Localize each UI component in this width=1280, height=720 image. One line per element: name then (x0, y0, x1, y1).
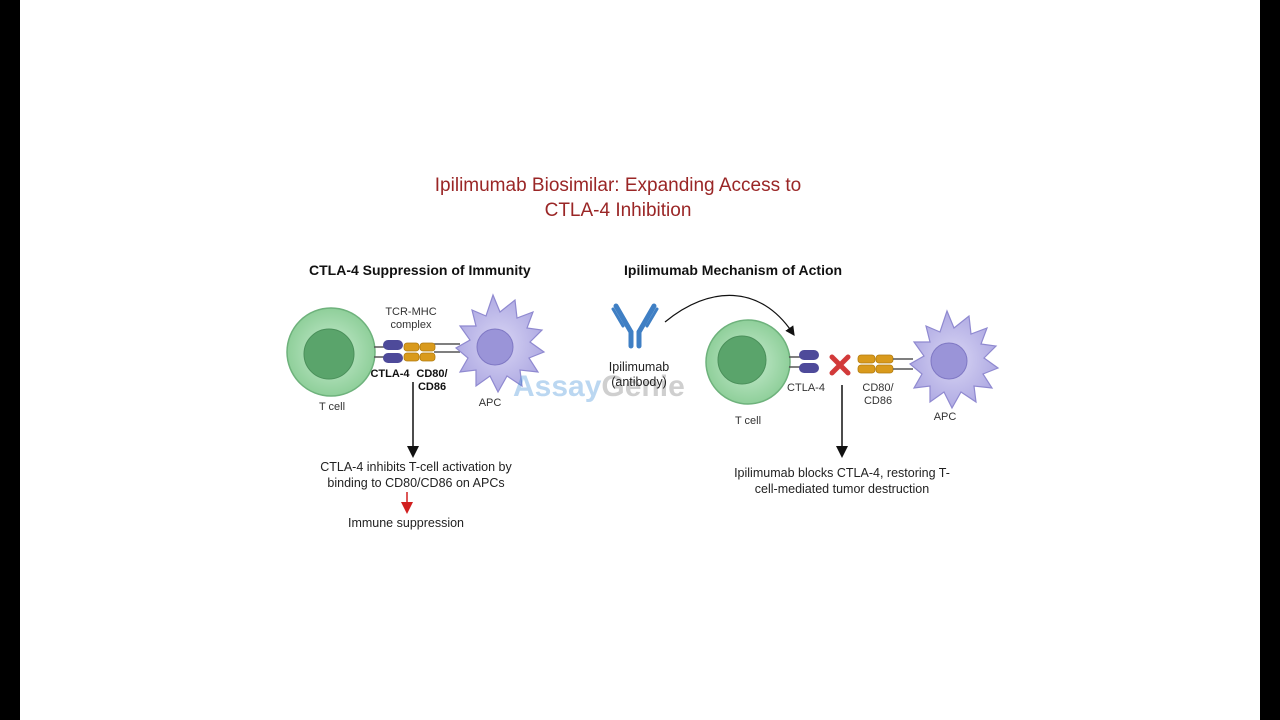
figure-canvas: Ipilimumab Biosimilar: Expanding Access … (20, 0, 1260, 720)
right-t-cell (705, 319, 791, 405)
left-cd80-label-line1: CD80/ (416, 368, 448, 380)
right-panel-heading: Ipilimumab Mechanism of Action (624, 262, 843, 278)
right-ctla4-receptor (799, 350, 819, 373)
right-cd80-ligand (857, 354, 913, 374)
figure-title-line1: Ipilimumab Biosimilar: Expanding Access … (434, 175, 802, 196)
left-t-cell (286, 307, 376, 397)
tcr-mhc-label-line1: TCR-MHC (385, 306, 437, 318)
left-cd80-ligand (403, 342, 436, 362)
left-result-label: Immune suppression (347, 516, 465, 530)
left-ctla4-label: CTLA-4 (370, 368, 410, 380)
right-ctla4-label: CTLA-4 (787, 382, 825, 394)
left-tcell-label: T cell (318, 401, 346, 413)
right-cd80-label-line2: CD86 (863, 395, 893, 407)
left-caption-line2: binding to CD80/CD86 on APCs (327, 476, 505, 490)
right-cd80-label-line1: CD80/ (862, 382, 894, 394)
antibody-curved-arrow (664, 294, 795, 336)
right-apc-cell (908, 309, 1000, 410)
right-caption-line1: Ipilimumab blocks CTLA-4, restoring T- (734, 466, 950, 480)
figure-title-line2: CTLA-4 Inhibition (544, 200, 692, 221)
left-cd80-label-line2: CD86 (417, 381, 447, 393)
ipilimumab-antibody (611, 303, 659, 349)
right-tcell-label: T cell (734, 415, 762, 427)
right-apc-label: APC (933, 411, 957, 423)
antibody-label-line2: (antibody) (611, 375, 667, 389)
left-ctla4-receptor (383, 340, 403, 363)
watermark: AssayGenie (513, 370, 685, 404)
watermark-assay: Assay (513, 370, 602, 403)
tcr-mhc-label-line2: complex (390, 319, 432, 331)
left-apc-cell (454, 293, 546, 394)
diagram-graphics (286, 293, 1000, 514)
block-x-icon (829, 354, 851, 376)
watermark-genie: Genie (601, 370, 685, 403)
left-apc-label: APC (478, 397, 502, 409)
left-caption-line1: CTLA-4 inhibits T-cell activation by (320, 460, 512, 474)
right-caption-line2: cell-mediated tumor destruction (754, 482, 930, 496)
left-panel-heading: CTLA-4 Suppression of Immunity (309, 262, 531, 278)
antibody-label-line1: Ipilimumab (608, 360, 670, 374)
